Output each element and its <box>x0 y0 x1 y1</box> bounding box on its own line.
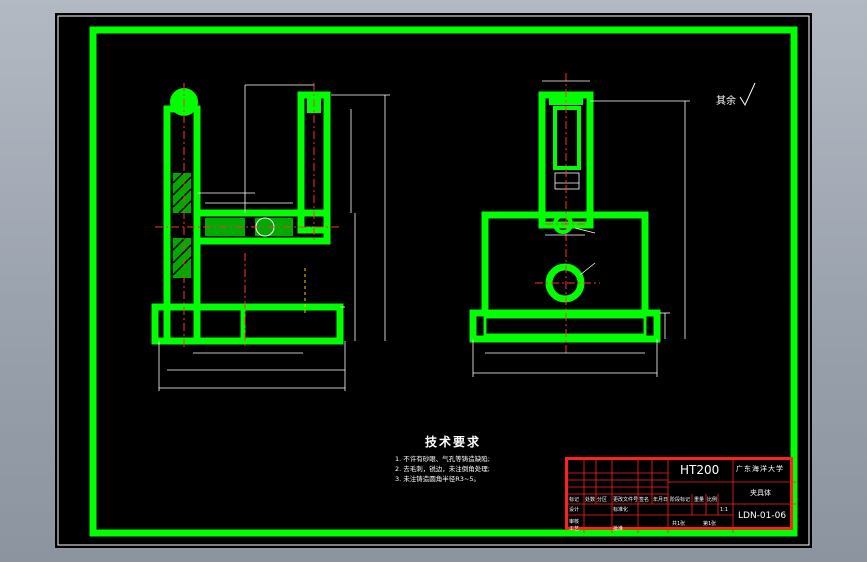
label-date: 年月日 <box>653 497 669 503</box>
label-review: 审核 <box>569 519 580 525</box>
label-mark: 标记 <box>569 497 580 503</box>
drawing-sheet: 其余 技术要求 1. 不许有砂眼、气孔等铸造缺陷; 2. 去毛刺，锐边，未注倒角… <box>55 13 812 548</box>
tech-requirements: 技术要求 1. 不许有砂眼、气孔等铸造缺陷; 2. 去毛刺，锐边，未注倒角处理;… <box>395 433 490 484</box>
inner-border <box>89 26 798 537</box>
side-large-hole <box>545 263 585 303</box>
label-weight: 重量 <box>694 497 705 503</box>
tech-note-1: 1. 不许有砂眼、气孔等铸造缺陷; <box>395 455 490 463</box>
school-name: 广东海洋大学 <box>736 465 784 473</box>
side-small-hole <box>553 214 573 234</box>
label-design: 设计 <box>569 507 580 513</box>
drawing-canvas <box>57 15 810 546</box>
surface-finish-note: 其余 <box>716 96 736 107</box>
part-name: 夹具体 <box>750 489 771 497</box>
tech-note-3: 3. 未注铸造圆角半径R3~5。 <box>395 475 481 483</box>
label-count: 处数 <box>585 497 596 503</box>
front-view <box>151 83 390 391</box>
label-change-doc: 更改文件号 <box>613 497 639 503</box>
title-block-grid <box>568 460 796 533</box>
label-stage-mark: 阶段标记 <box>670 497 691 503</box>
side-view <box>469 73 690 377</box>
label-standard: 标准化 <box>613 507 629 513</box>
tech-note-2: 2. 去毛刺，锐边，未注倒角处理; <box>395 465 490 473</box>
surface-finish-icon <box>739 82 756 107</box>
tech-title: 技术要求 <box>425 435 482 449</box>
outer-frame <box>57 15 810 546</box>
material-text: HT200 <box>680 463 720 477</box>
label-process: 工艺 <box>569 526 580 532</box>
label-zone: 分区 <box>597 497 608 503</box>
scale-value: 1:1 <box>720 507 729 513</box>
sheet-count: 共1张 <box>672 521 686 527</box>
label-sign: 签名 <box>639 497 650 503</box>
label-scale: 比例 <box>707 497 718 503</box>
title-block: HT200 广东海洋大学 夹具体 LDN-01-06 标记 处数 分区 更改文件… <box>565 457 796 533</box>
label-approve: 批准 <box>613 526 624 532</box>
sheet-number: 第1张 <box>703 521 717 527</box>
drawing-number: LDN-01-06 <box>738 511 787 521</box>
